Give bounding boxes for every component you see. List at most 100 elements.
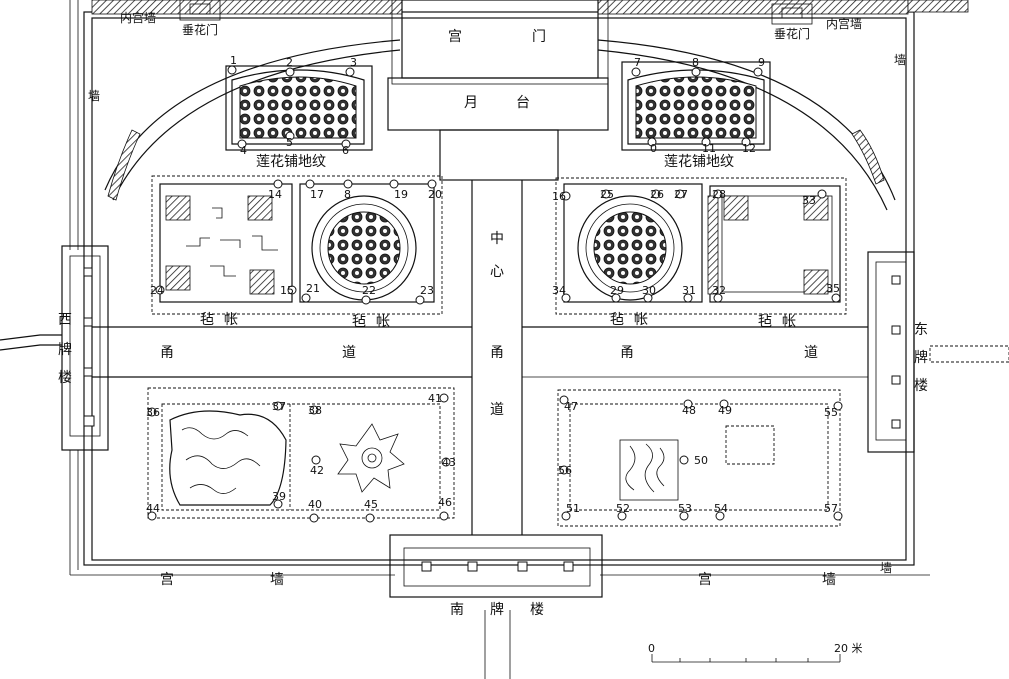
- post-marker: [273, 401, 283, 411]
- label-lotus-east: 莲花铺地纹: [664, 154, 734, 170]
- enclosure-southeast: [557, 389, 841, 527]
- post-marker: [561, 191, 571, 201]
- post-number-label: 29: [610, 284, 624, 297]
- post-marker: [831, 293, 841, 303]
- label-lotus-west: 莲花铺地纹: [256, 154, 326, 170]
- post-marker: [361, 295, 371, 305]
- post-marker: [611, 293, 621, 303]
- post-number-label: 38: [308, 404, 322, 417]
- post-marker: [691, 67, 701, 77]
- post-number-label: 50: [694, 454, 708, 467]
- post-number-label: 12: [742, 142, 756, 155]
- post-marker: [683, 293, 693, 303]
- scale-bar-end-label: 20 米: [834, 642, 863, 655]
- label-east-archway-3: 楼: [914, 378, 928, 394]
- yurt-enclosure-northwest: [151, 175, 443, 315]
- post-number-label: 45: [364, 498, 378, 511]
- east-archway: [867, 251, 915, 453]
- scale-bar: 0 20 米: [648, 642, 863, 663]
- post-number-label: 41: [428, 392, 442, 405]
- post-number-label: 11: [702, 142, 716, 155]
- post-marker: [679, 455, 689, 465]
- label-yue-tai-1: 月: [464, 95, 478, 111]
- label-west-archway-3: 楼: [58, 370, 72, 386]
- label-south-archway-1: 南: [450, 602, 464, 618]
- post-number-label: 25: [600, 188, 614, 201]
- label-west-road-2: 道: [342, 345, 356, 361]
- post-number-label: 52: [616, 502, 630, 515]
- post-number-label: 33: [802, 194, 816, 207]
- post-number-label: 19: [394, 188, 408, 201]
- post-marker: [683, 399, 693, 409]
- label-yurt-3a: 毡: [610, 312, 624, 328]
- post-marker: [715, 511, 725, 521]
- post-number-label: 9: [758, 56, 765, 69]
- label-yurt-4b: 帐: [782, 314, 796, 330]
- post-marker: [309, 513, 319, 523]
- post-number-label: 34: [552, 284, 566, 297]
- post-marker: [305, 179, 315, 189]
- post-marker: [559, 465, 569, 475]
- post-marker: [287, 285, 297, 295]
- post-marker: [675, 189, 685, 199]
- post-marker: [427, 179, 437, 189]
- label-yurt-3b: 帐: [634, 312, 648, 328]
- post-marker: [679, 511, 689, 521]
- label-central-road-4: 道: [490, 402, 504, 418]
- post-number-label: 21: [306, 282, 320, 295]
- post-number-label: 37: [272, 400, 286, 413]
- label-west-archway-1: 西: [58, 312, 72, 328]
- post-marker: [561, 511, 571, 521]
- label-chui-hua-men-west: 垂花门: [182, 22, 218, 37]
- label-yurt-1b: 帐: [224, 312, 238, 328]
- post-number-label: 55: [824, 406, 838, 419]
- post-marker: [701, 137, 711, 147]
- post-marker: [741, 137, 751, 147]
- post-marker: [155, 285, 165, 295]
- label-east-archway-1: 东: [914, 322, 928, 338]
- post-marker: [441, 457, 451, 467]
- post-number-label: 24: [150, 284, 164, 297]
- label-south-archway-2: 牌: [490, 601, 504, 618]
- post-marker: [647, 137, 657, 147]
- label-west-road-1: 甬: [160, 345, 174, 361]
- east-west-roadway: [0, 326, 1009, 378]
- post-number-label: 16: [552, 190, 566, 203]
- post-marker: [309, 405, 319, 415]
- post-marker: [273, 499, 283, 509]
- post-number-label: 17: [310, 188, 324, 201]
- yurt-enclosure-northeast: [555, 177, 847, 315]
- enclosure-southwest: [147, 387, 455, 519]
- post-number-label: 8: [344, 188, 351, 201]
- post-number-label: 49: [718, 404, 732, 417]
- post-marker: [753, 67, 763, 77]
- post-number-label: 0: [650, 142, 657, 155]
- scale-bar-start-label: 0: [648, 642, 655, 655]
- post-marker: [601, 189, 611, 199]
- post-number-label: 47: [564, 400, 578, 413]
- post-marker: [273, 179, 283, 189]
- post-marker: [719, 399, 729, 409]
- post-marker: [817, 189, 827, 199]
- label-gong-men-1: 宫: [448, 29, 462, 45]
- label-palace-wall-west-2: 墙: [270, 572, 284, 588]
- post-number-label: 28: [712, 188, 726, 201]
- post-number-label: 14: [268, 188, 282, 201]
- post-number-label: 23: [420, 284, 434, 297]
- label-gong-men-2: 门: [532, 29, 546, 45]
- post-number-label: 27: [674, 188, 688, 201]
- post-number-label: 36: [146, 406, 160, 419]
- post-marker: [439, 511, 449, 521]
- post-marker: [301, 293, 311, 303]
- label-wall-southeast: 墙: [880, 561, 892, 575]
- label-wall-west: 墙: [88, 89, 100, 103]
- post-number-label: 53: [678, 502, 692, 515]
- post-marker: [311, 455, 321, 465]
- post-marker: [713, 293, 723, 303]
- central-roadway: [471, 180, 523, 679]
- post-marker: [365, 513, 375, 523]
- post-number-label: 39: [272, 490, 286, 503]
- post-marker: [389, 179, 399, 189]
- label-yurt-1a: 毡: [200, 312, 214, 328]
